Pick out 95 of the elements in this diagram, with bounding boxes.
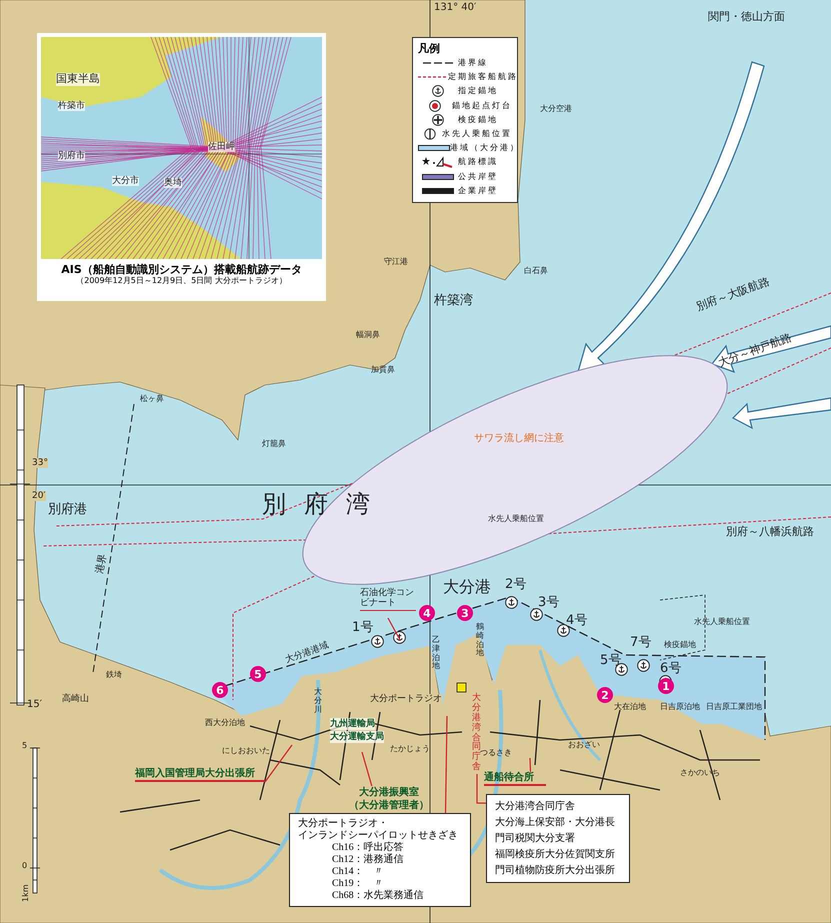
place-label: 大分市 xyxy=(112,176,139,186)
legend-text: 錨地起点灯台 xyxy=(452,100,512,112)
map-label: 5 xyxy=(22,741,28,750)
legend-text: 航路標識 xyxy=(458,156,498,168)
office-label: 福岡入国管理局大分出張所 xyxy=(135,768,265,782)
vertical-label: 大分川 xyxy=(314,688,322,714)
leader-line xyxy=(361,752,372,786)
vertical-label: 乙津泊地 xyxy=(432,636,440,672)
map-label: 西大分泊地 xyxy=(205,718,245,728)
map-label: 大在泊地 xyxy=(614,702,646,712)
info-text: Ch19： 〃 xyxy=(331,878,385,890)
place-label: 33° xyxy=(32,458,48,468)
map-label: 守江港 xyxy=(384,257,408,266)
place-label: 別府市 xyxy=(58,151,85,162)
info-text: 門司植物防疫所大分出張所 xyxy=(495,864,616,877)
map-label: 白石鼻 xyxy=(524,266,548,276)
map-label: 7号 xyxy=(630,636,652,651)
info-text: 大分ポートラジオ・ xyxy=(298,818,389,830)
map-label: 高崎山 xyxy=(62,694,89,704)
leader-line xyxy=(387,618,401,640)
route-label: 大分～神戸航路 xyxy=(716,330,794,372)
office-label: （大分港管理者） xyxy=(349,799,429,812)
legend-text: 港域（大分港） xyxy=(450,142,520,154)
info-text: Ch12：港務通信 xyxy=(331,854,405,866)
office-label: 九州運輸局 xyxy=(330,718,375,730)
legend-text: 水先人乗船位置 xyxy=(442,128,512,140)
map-label: たかじょう xyxy=(390,744,430,754)
legend-text: 検疫錨地 xyxy=(458,114,498,126)
info-text: Ch14： 〃 xyxy=(331,866,385,878)
map-label: 日吉原工業団地 xyxy=(706,702,762,712)
legend-text: 港界線 xyxy=(458,57,488,70)
office-label: 通船待合所 xyxy=(484,772,546,786)
map-label: 3号 xyxy=(538,596,560,611)
legend-text: 指定錨地 xyxy=(458,85,498,98)
map-label: 別府～八幡浜航路 xyxy=(726,526,814,539)
office-label: 大分港振興室 xyxy=(359,786,419,799)
map-label: 15′ xyxy=(27,699,42,710)
map-label: おおざい xyxy=(568,740,600,750)
scale-label: 1km xyxy=(22,884,30,902)
inset-subcaption: （2009年12月5日～12月9日、5日間 大分ポートラジオ） xyxy=(76,276,287,286)
leader-line xyxy=(476,774,486,804)
place-label: 20′ xyxy=(32,491,46,502)
map-label: 大分空港 xyxy=(540,104,572,114)
map-label: 水先人乗船位置 xyxy=(694,617,750,626)
map-label: 松ヶ鼻 xyxy=(140,394,164,404)
map-label: 水先人乗船位置 xyxy=(488,514,544,524)
map-label: つるさき xyxy=(480,748,512,757)
place-label: 大分ポートラジオ xyxy=(370,694,442,704)
map-label: 1号 xyxy=(352,621,374,636)
map-label: 5号 xyxy=(600,654,622,669)
building-label: 大分港湾合同庁舎 xyxy=(472,694,481,774)
map-label: 2号 xyxy=(505,578,526,593)
map-label: 幅洞鼻 xyxy=(356,330,380,340)
route-label: 大分港港域 xyxy=(284,640,331,668)
map-label: 0 xyxy=(22,861,28,870)
legend-title: 凡例 xyxy=(418,41,441,56)
map-label: 6号 xyxy=(660,662,682,677)
inset-caption: AIS（船舶自動識別システム）搭載船航跡データ xyxy=(61,263,302,276)
bay-name: 別府湾 xyxy=(262,489,388,520)
place-label: 佐田岬 xyxy=(208,142,235,152)
map-label: 日吉原泊地 xyxy=(660,702,700,712)
legend-text: 定期旅客船航路 xyxy=(448,71,518,84)
coordinate-label: 131° 40′ xyxy=(434,2,476,14)
map-label: 別府港 xyxy=(48,503,87,518)
info-text: 大分海上保安部・大分港長 xyxy=(495,816,616,829)
map-label: にしおおいた xyxy=(222,746,270,756)
legend-text: 企業岸壁 xyxy=(458,184,498,197)
place-label: 杵築市 xyxy=(58,101,85,112)
map-label: 4号 xyxy=(566,614,588,629)
legend-text: 公共岸壁 xyxy=(458,170,498,183)
map-label: 加貫鼻 xyxy=(371,365,395,374)
leader-line xyxy=(529,758,532,772)
vertical-label: 鶴崎泊地 xyxy=(476,623,484,658)
map-label: 検疫錨地 xyxy=(664,640,696,650)
info-text: Ch16：呼出応答 xyxy=(331,842,405,854)
boundary-label: 港界 xyxy=(92,552,110,576)
leader-line xyxy=(444,716,448,814)
info-text: 大分港湾合同庁舎 xyxy=(495,800,576,813)
map-label: さかのいち xyxy=(680,768,720,778)
info-text: 福岡検疫所大分佐賀関支所 xyxy=(495,848,616,861)
map-label: 灯籠鼻 xyxy=(262,439,286,448)
route-label: 別府～大阪航路 xyxy=(694,274,772,316)
map-label: 鉄埼 xyxy=(106,670,122,680)
caution-text: サワラ流し網に注意 xyxy=(474,432,564,446)
info-text: 門司税関大分支署 xyxy=(495,832,576,845)
map-label: 関門・徳山方面 xyxy=(708,11,785,24)
facility-label: 石油化学コンビナート xyxy=(360,588,416,611)
place-label: 奥埼 xyxy=(164,178,182,188)
map-label: 大分港 xyxy=(443,578,491,596)
map-label: 杵築湾 xyxy=(434,294,473,309)
info-text: インランドシーパイロットせきざき xyxy=(298,830,459,842)
place-label: 国東半島 xyxy=(56,73,100,86)
office-label: 大分運輸支局 xyxy=(330,731,384,743)
leader-line xyxy=(264,744,292,782)
info-text: Ch68：水先業務通信 xyxy=(331,890,425,902)
